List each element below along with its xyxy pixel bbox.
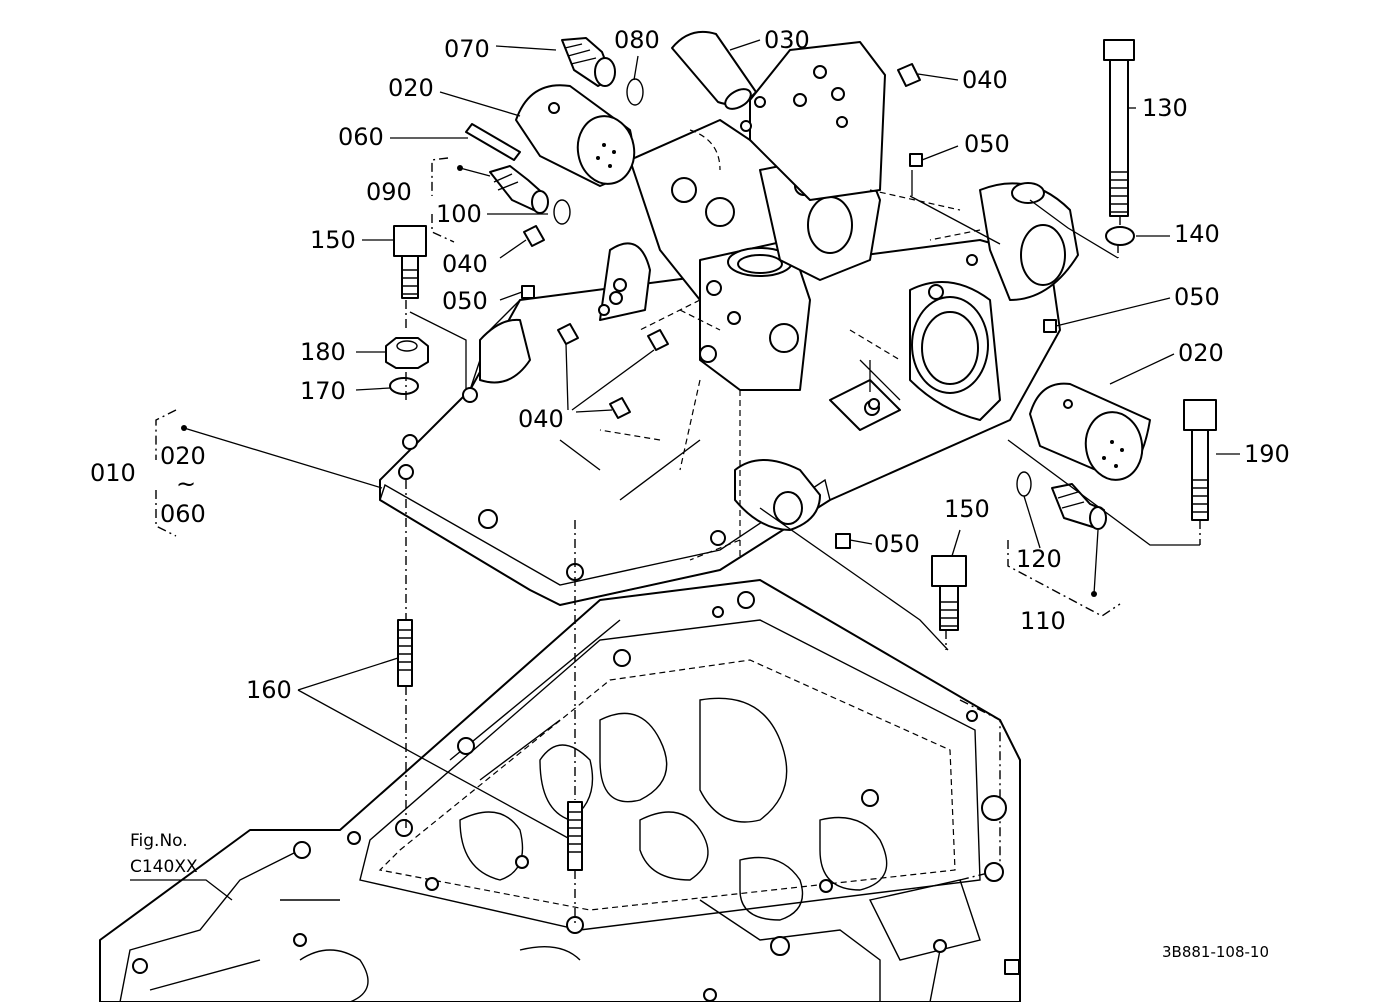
label-060-range-end: 060 [160,500,206,528]
washer-170 [389,377,419,395]
label-070: 070 [444,35,490,63]
label-010: 010 [90,459,136,487]
stud-160-left [397,619,413,687]
label-020-upper: 020 [388,74,434,102]
label-030: 030 [764,26,810,54]
label-060: 060 [338,123,384,151]
washer-140 [1105,226,1135,246]
label-020-range-start: 020 [160,442,206,470]
label-150-right: 150 [944,495,990,523]
bracket-010 [155,409,177,537]
bracket-110 [1007,540,1121,617]
sleeve-020-upper [515,84,636,187]
leader-lines [130,39,1240,901]
valve-housing-cover [379,41,1079,606]
plug-040-mid [523,225,545,247]
plug-050-right [1043,319,1057,333]
drawing-code: 3B881-108-10 [1162,943,1269,961]
bolt-130 [1103,39,1135,217]
label-120: 120 [1016,545,1062,573]
bolt-150-right [931,555,967,631]
plug-050-bottom [835,533,851,549]
figure-reference-number: C140XX [130,857,198,877]
alignment-lines [405,170,1201,925]
plug-050-upper [909,153,923,167]
label-040-upper: 040 [962,66,1008,94]
label-050-mid: 050 [442,287,488,315]
sleeve-020-right [1029,382,1151,481]
label-090: 090 [366,178,412,206]
o-ring-100 [553,199,571,225]
label-050-bottom: 050 [874,530,920,558]
o-ring-080 [626,78,644,106]
label-170: 170 [300,377,346,405]
stud-160-right [567,801,583,871]
label-040-mid: 040 [442,250,488,278]
bracket-090 [431,157,455,243]
callout-labels: 070 080 030 040 020 060 050 090 100 150 … [90,26,1290,704]
label-190: 190 [1244,440,1290,468]
bolt-150-left [393,225,427,299]
fitting-070 [561,37,616,87]
range-tilde: ~ [176,470,196,498]
label-180: 180 [300,338,346,366]
pin-060 [465,123,521,161]
plug-050-mid [521,285,535,299]
label-100: 100 [436,200,482,228]
label-050-right: 050 [1174,283,1220,311]
transmission-case [99,579,1021,1002]
figure-reference-label: Fig.No. [130,831,188,851]
label-140: 140 [1174,220,1220,248]
label-020-right: 020 [1178,339,1224,367]
label-150-left: 150 [310,226,356,254]
sleeve-030 [671,30,757,110]
o-ring-120 [1016,471,1032,497]
plug-040-upper [897,63,921,87]
label-110: 110 [1020,607,1066,635]
label-130: 130 [1142,94,1188,122]
label-040-lower: 040 [518,405,564,433]
label-080: 080 [614,26,660,54]
nut-180 [385,337,429,369]
figure-reference: Fig.No. C140XX [130,831,198,877]
bolt-190 [1183,399,1217,521]
fitting-090 [489,165,549,214]
label-050-upper: 050 [964,130,1010,158]
label-160: 160 [246,676,292,704]
plug-040-lower [557,323,669,419]
